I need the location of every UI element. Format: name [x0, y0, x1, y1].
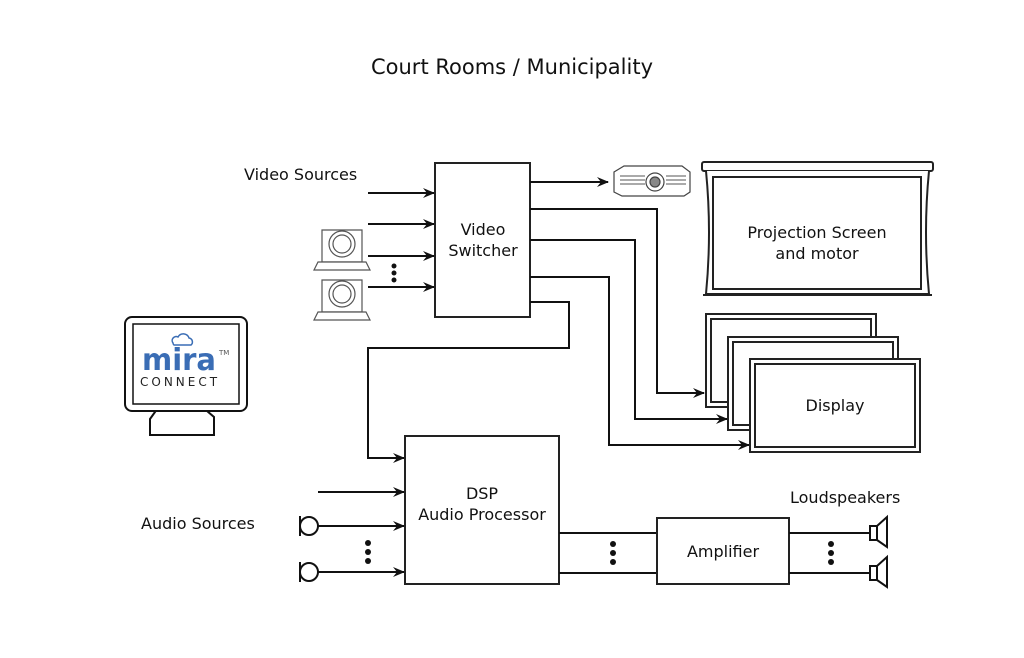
- video-switcher-label-1: Video: [461, 220, 506, 239]
- video-output-connections: [367, 177, 750, 463]
- touch-panel-icon: [124, 316, 248, 436]
- dsp-label-1: DSP: [466, 484, 498, 503]
- camera-icon: [313, 229, 371, 271]
- amp-speaker-connections: [789, 532, 870, 574]
- dsp-label-2: Audio Processor: [418, 505, 546, 524]
- ellipsis-icon: [828, 541, 834, 565]
- cloud-icon: [171, 333, 194, 346]
- logo-connect: CONNECT: [140, 375, 220, 389]
- projector-icon: [613, 165, 691, 197]
- diagram-title: Court Rooms / Municipality: [371, 55, 653, 79]
- amplifier-block: [656, 517, 790, 585]
- ellipsis-icon: [391, 263, 397, 283]
- video-switcher-label-2: Switcher: [448, 241, 518, 260]
- projection-screen-label-1: Projection Screen: [747, 223, 886, 242]
- audio-sources-label: Audio Sources: [141, 514, 255, 533]
- video-input-arrows: [368, 188, 435, 292]
- logo-tm: TM: [218, 349, 229, 357]
- audio-input-connections: [318, 487, 405, 577]
- speaker-icon: [869, 514, 888, 549]
- projection-screen-block: [701, 161, 934, 296]
- display-stack: [705, 313, 921, 453]
- ellipsis-icon: [610, 541, 616, 565]
- dsp-amp-connections: [559, 532, 657, 574]
- dsp-block: [404, 435, 560, 585]
- ellipsis-icon: [365, 540, 371, 564]
- microphone-icon: [299, 562, 319, 582]
- logo-mira: mira: [142, 343, 216, 378]
- speaker-icon: [869, 554, 888, 589]
- video-sources-label: Video Sources: [244, 165, 357, 184]
- microphone-icon: [299, 516, 319, 536]
- camera-icon: [313, 279, 371, 321]
- loudspeakers-label: Loudspeakers: [790, 488, 900, 507]
- video-switcher-block: [434, 162, 531, 318]
- projection-screen-label-2: and motor: [775, 244, 859, 263]
- amplifier-label: Amplifier: [687, 542, 760, 561]
- display-label: Display: [806, 396, 865, 415]
